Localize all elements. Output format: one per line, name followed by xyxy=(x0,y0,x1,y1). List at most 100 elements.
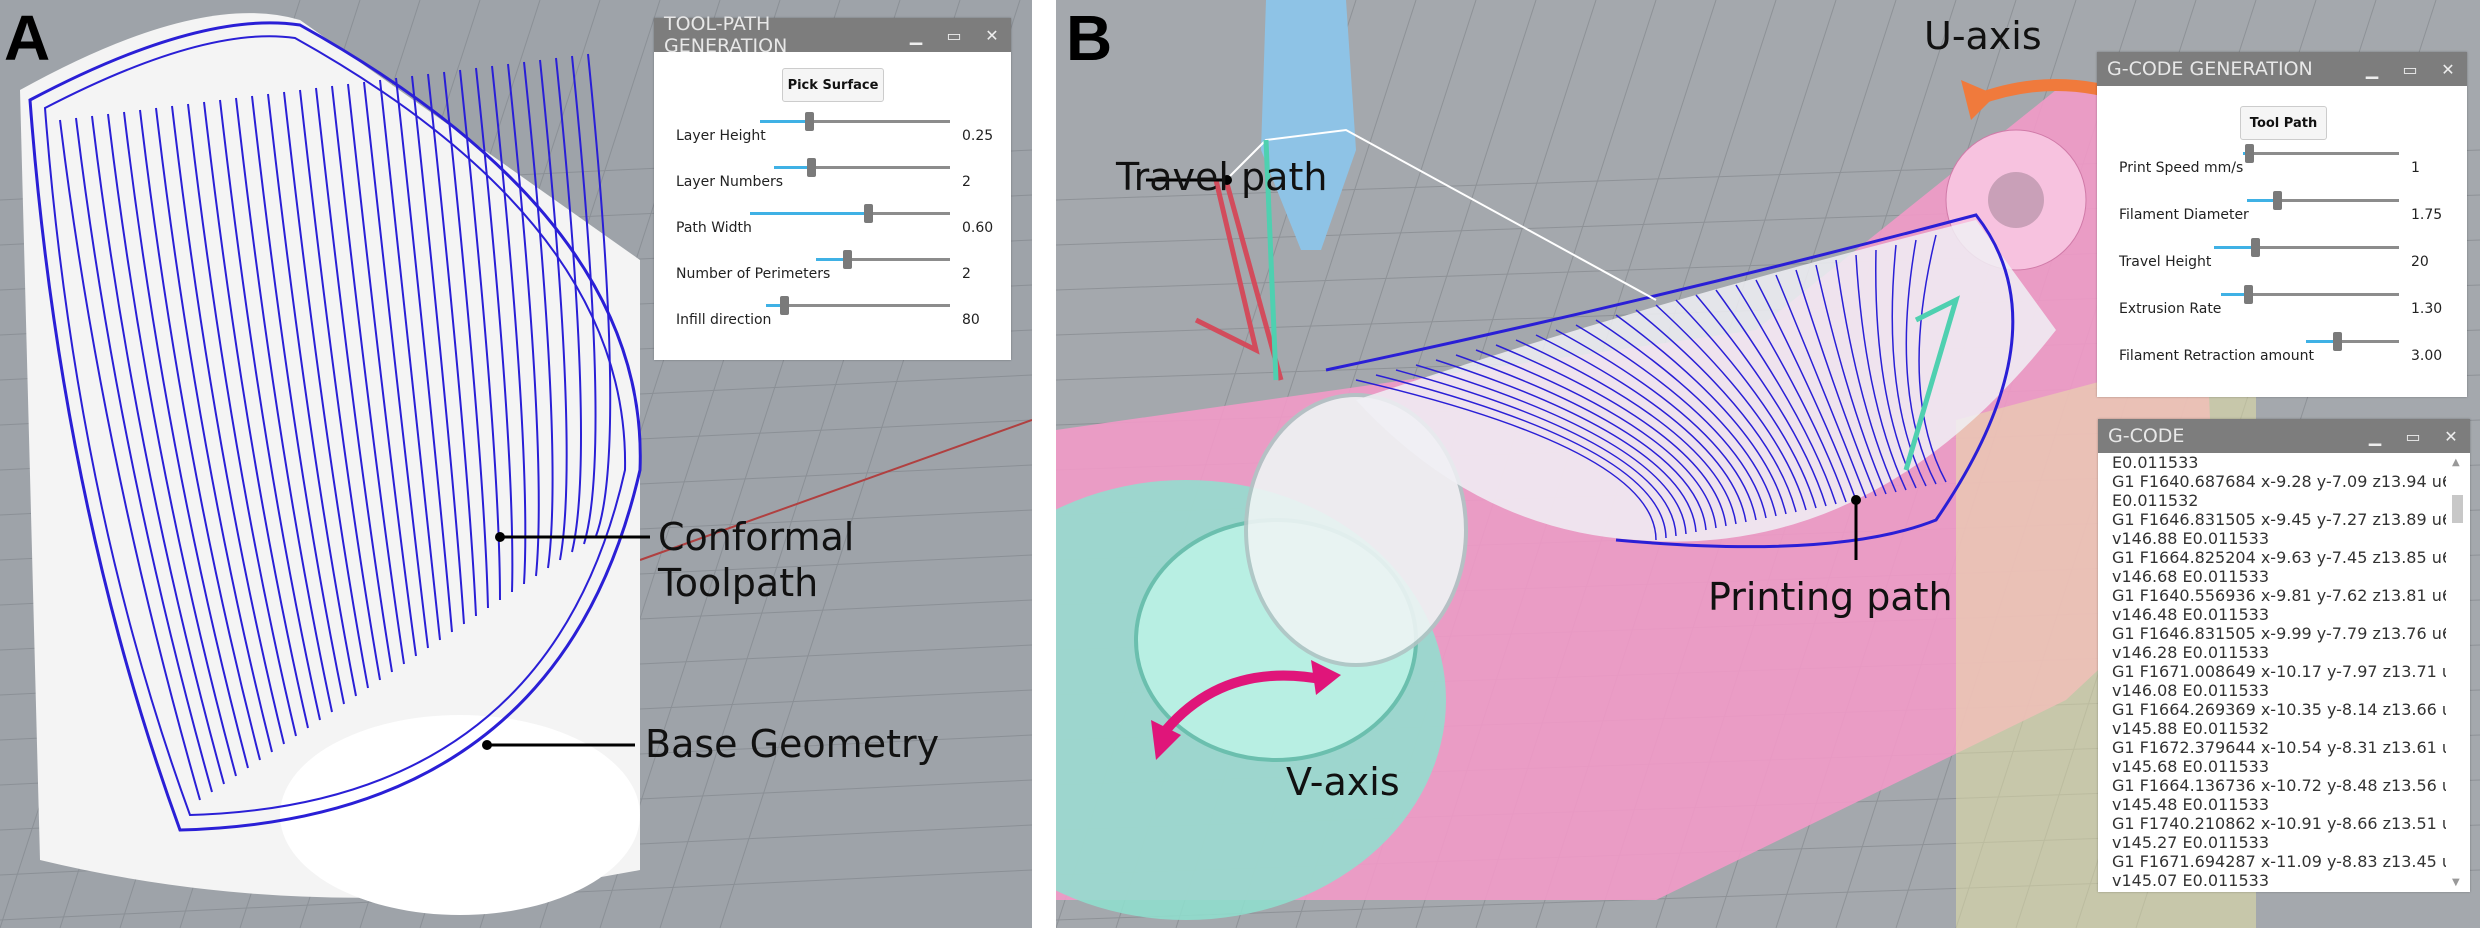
g-code-line: G1 F1664.825204 x-9.63 y-7.45 z13.85 u68… xyxy=(2112,548,2446,567)
infill-line xyxy=(555,57,582,553)
infill-line xyxy=(379,79,441,641)
dialog-title: TOOL-PATH GENERATION xyxy=(664,13,788,57)
dialog-titlebar[interactable]: G-CODE GENERATION ▁ ▭ ✕ xyxy=(2097,52,2467,86)
maximize-icon[interactable]: ▭ xyxy=(946,25,962,45)
base-geometry-label: Base Geometry xyxy=(645,722,940,766)
panel-a-scene xyxy=(0,0,1032,928)
slider-label: Number of Perimeters xyxy=(676,266,831,282)
slider-thumb[interactable] xyxy=(806,158,816,177)
infill-line xyxy=(123,111,249,769)
slider[interactable] xyxy=(774,158,950,177)
dialog-titlebar[interactable]: G-CODE ▁ ▭ ✕ xyxy=(2098,419,2470,453)
slider-thumb[interactable] xyxy=(2243,285,2253,304)
slider-thumb[interactable] xyxy=(2332,332,2342,351)
infill-line xyxy=(315,87,393,673)
infill-line xyxy=(1635,309,1797,513)
infill-line xyxy=(1815,264,1887,495)
maximize-icon[interactable]: ▭ xyxy=(2402,59,2418,79)
tool-path-button[interactable]: Tool Path xyxy=(2240,106,2327,140)
v-axis-label: V-axis xyxy=(1286,760,1400,804)
slider-value: 20 xyxy=(2411,254,2429,270)
slider-label: Infill direction xyxy=(676,312,772,328)
slider[interactable] xyxy=(2247,191,2399,210)
infill-line xyxy=(251,95,345,705)
infill-line xyxy=(1555,329,1757,521)
infill-line xyxy=(1775,274,1867,499)
slider-thumb[interactable] xyxy=(780,296,790,315)
close-icon[interactable]: ✕ xyxy=(2441,59,2455,79)
minimize-icon[interactable]: ▁ xyxy=(909,25,923,45)
slider-label: Layer Height xyxy=(676,128,766,144)
slider[interactable] xyxy=(2221,285,2399,304)
slider[interactable] xyxy=(760,112,950,131)
infill-line xyxy=(523,61,554,569)
infill-line xyxy=(267,93,357,697)
infill-line xyxy=(443,71,489,609)
toolpath-perimeter xyxy=(28,21,642,832)
scroll-down-icon[interactable]: ▼ xyxy=(2452,877,2460,888)
printing-path xyxy=(1325,213,2015,549)
tool-path-generation-dialog: TOOL-PATH GENERATION ▁ ▭ ✕ Pick Surface … xyxy=(654,13,1011,360)
slider-thumb[interactable] xyxy=(2250,238,2260,257)
slider-label: Layer Numbers xyxy=(676,174,784,190)
infill-line xyxy=(331,85,405,665)
slider-label: Extrusion Rate xyxy=(2119,301,2222,317)
slider-fill xyxy=(766,304,785,307)
infill-line xyxy=(1905,239,1937,485)
infill-line xyxy=(1795,269,1877,497)
scroll-up-icon[interactable]: ▲ xyxy=(2452,457,2460,468)
slider[interactable] xyxy=(750,204,950,223)
slider[interactable] xyxy=(816,250,950,269)
slider-value: 80 xyxy=(962,312,980,328)
minimize-icon[interactable]: ▁ xyxy=(2365,59,2379,79)
slider-thumb[interactable] xyxy=(2273,191,2283,210)
infill-line xyxy=(1415,364,1687,535)
pick-surface-button[interactable]: Pick Surface xyxy=(782,68,884,102)
slider-thumb[interactable] xyxy=(2245,144,2255,163)
scrollbar[interactable]: ▲ ▼ xyxy=(2446,453,2470,892)
slider-thumb[interactable] xyxy=(842,250,852,269)
slider-fill xyxy=(816,258,847,261)
maximize-icon[interactable]: ▭ xyxy=(2405,426,2421,446)
panel-label-a: A xyxy=(4,2,51,74)
slider[interactable] xyxy=(2214,238,2399,257)
g-code-line: G1 F1671.008649 x-10.17 y-7.97 z13.71 u6… xyxy=(2112,662,2446,681)
printing-path-infill xyxy=(1355,234,1947,541)
dialog-titlebar[interactable]: TOOL-PATH GENERATION ▁ ▭ ✕ xyxy=(654,13,1011,57)
infill-line xyxy=(587,53,612,537)
slider-thumb[interactable] xyxy=(805,112,815,131)
v-axis-arrow xyxy=(1162,670,1327,734)
infill-line xyxy=(1495,344,1727,527)
infill-line xyxy=(1835,259,1897,493)
infill-line xyxy=(299,89,381,681)
slider[interactable] xyxy=(2306,332,2399,351)
close-icon[interactable]: ✕ xyxy=(2444,426,2458,446)
infill-line xyxy=(187,103,297,737)
slider-label: Filament Diameter xyxy=(2119,207,2249,223)
slider[interactable] xyxy=(2243,144,2399,163)
g-code-line: G1 F1671.694287 x-11.09 y-8.83 z13.45 u6… xyxy=(2112,852,2446,871)
slider-thumb[interactable] xyxy=(864,204,873,223)
close-icon[interactable]: ✕ xyxy=(985,25,999,45)
infill-line xyxy=(75,117,213,793)
infill-line xyxy=(347,83,417,657)
slider-label: Travel Height xyxy=(2119,254,2212,270)
infill-line xyxy=(155,107,273,753)
g-code-line: G1 F1640.556936 x-9.81 y-7.62 z13.81 u68… xyxy=(2112,586,2446,605)
printing-path-label: Printing path xyxy=(1708,575,1953,619)
scrollbar-thumb[interactable] xyxy=(2452,495,2463,523)
infill-line xyxy=(1575,324,1767,519)
panel-label-b: B xyxy=(1066,2,1113,74)
g-code-line: v146.28 E0.011533 xyxy=(2112,643,2269,662)
g-code-line: E0.011532 xyxy=(2112,491,2199,510)
minimize-icon[interactable]: ▁ xyxy=(2368,426,2382,446)
infill-line xyxy=(1918,234,1947,483)
panel-b-viewport: B Travel path Printing path U-axis V-axi… xyxy=(1056,0,2480,928)
infill-line xyxy=(1655,304,1807,511)
slider-label: Path Width xyxy=(676,220,752,236)
g-code-line: v146.48 E0.011533 xyxy=(2112,605,2269,624)
slider[interactable] xyxy=(766,296,950,315)
